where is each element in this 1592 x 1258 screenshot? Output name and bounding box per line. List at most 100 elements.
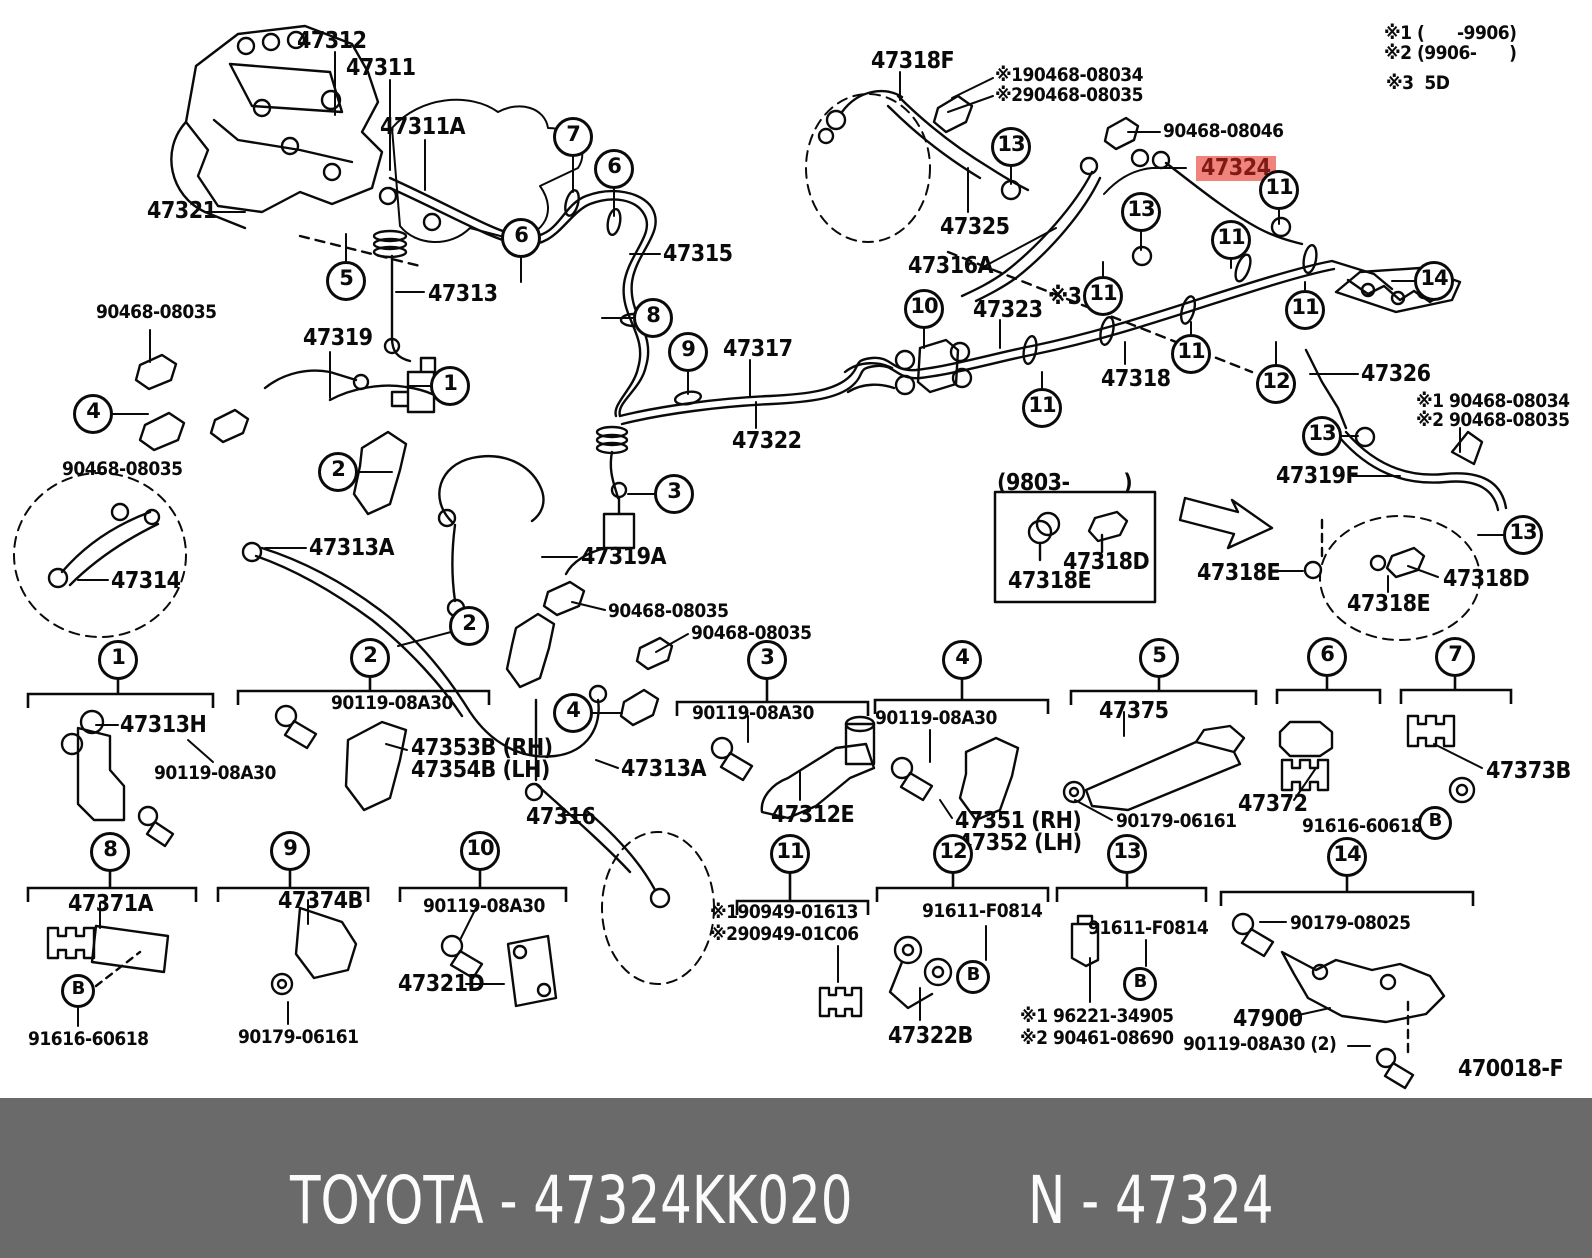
part-label-47321d: 47321D: [398, 971, 485, 997]
item-bracket-2: [236, 676, 491, 705]
callout-11: 11: [1285, 290, 1325, 330]
item-bracket-6: [1275, 675, 1382, 704]
part-label-91616-60618: 91616-60618: [1302, 815, 1423, 837]
item-bracket-11: [735, 872, 870, 915]
part-label-47354b-lh-: 47354B (LH): [411, 757, 550, 783]
item-bracket-12: [875, 872, 1050, 902]
part-label-47319a: 47319A: [581, 544, 667, 570]
part-label-90119-08a30: 90119-08A30: [692, 702, 814, 724]
item-bracket-7: [1399, 675, 1513, 704]
part-label-47318: 47318: [1101, 366, 1171, 392]
part-label-47324[interactable]: 47324: [1196, 156, 1276, 181]
part-label-47311a: 47311A: [380, 114, 466, 140]
part-label-47311: 47311: [346, 55, 416, 81]
part-label-90179-08025: 90179-08025: [1290, 912, 1411, 934]
callout-11: 11: [770, 834, 810, 874]
part-label--3: ※3: [1048, 284, 1082, 310]
part-label-90119-08a30: 90119-08A30: [423, 895, 545, 917]
callout-2: 2: [318, 452, 358, 492]
part-label-47318d: 47318D: [1063, 549, 1150, 575]
callout-13: 13: [1121, 192, 1161, 232]
callout-letter-b: B: [1418, 806, 1452, 840]
diagram-line-art: [13, 24, 1508, 1090]
item-brackets: [26, 675, 1513, 915]
callout-10: 10: [904, 289, 944, 329]
part-label-47322b: 47322B: [888, 1023, 973, 1049]
part-label-90468-08035: 90468-08035: [608, 600, 729, 622]
part-label-47312: 47312: [297, 28, 367, 54]
part-label-47319: 47319: [303, 325, 373, 351]
part-label-91611-f0814: 91611-F0814: [922, 900, 1043, 922]
part-label-47318f: 47318F: [871, 48, 955, 74]
callout-3: 3: [747, 640, 787, 680]
part-label-91611-f0814: 91611-F0814: [1088, 917, 1209, 939]
part-label--290949-01c06: ※290949-01C06: [710, 923, 859, 945]
part-label-47371a: 47371A: [68, 891, 154, 917]
callout-13: 13: [1107, 834, 1147, 874]
part-label-47900: 47900: [1233, 1006, 1303, 1032]
callout-11: 11: [1259, 170, 1299, 210]
part-label-90119-08a30: 90119-08A30: [154, 762, 276, 784]
item-bracket-9: [216, 869, 370, 902]
callout-8: 8: [90, 832, 130, 872]
part-label-47318e: 47318E: [1197, 560, 1281, 586]
part-label-47323: 47323: [973, 297, 1043, 323]
part-label-90119-08a30: 90119-08A30: [875, 707, 997, 729]
part-label-47318d: 47318D: [1443, 566, 1530, 592]
legend-note-1: ※1 ( -9906): [1384, 22, 1517, 44]
callout-6: 6: [594, 149, 634, 189]
callout-14: 14: [1414, 261, 1454, 301]
part-label-47375: 47375: [1099, 698, 1169, 724]
part-label--190949-01613: ※190949-01613: [710, 901, 859, 923]
callout-4: 4: [553, 693, 593, 733]
part-label--1-96221-34905: ※1 96221-34905: [1020, 1005, 1174, 1027]
callout-11: 11: [1211, 220, 1251, 260]
footer-reference-number: N - 47324: [1028, 1162, 1274, 1239]
callout-11: 11: [1171, 334, 1211, 374]
part-label-47313a: 47313A: [309, 535, 395, 561]
callout-4: 4: [73, 394, 113, 434]
part-label-47316a: 47316A: [908, 253, 994, 279]
item-bracket-1: [26, 678, 215, 708]
part-label--190468-08034: ※190468-08034: [995, 64, 1144, 86]
part-label-90179-06161: 90179-06161: [238, 1026, 359, 1048]
item-bracket-4: [873, 678, 1050, 714]
callout-11: 11: [1083, 276, 1123, 316]
part-label--1-90468-08034: ※1 90468-08034: [1416, 390, 1570, 412]
legend-note-2: ※2 (9906- ): [1384, 42, 1517, 64]
item-bracket-13: [1055, 872, 1208, 902]
part-label-91616-60618: 91616-60618: [28, 1028, 149, 1050]
part-label-90468-08035: 90468-08035: [691, 622, 812, 644]
part-label-47316: 47316: [526, 804, 596, 830]
part-label-47313h: 47313H: [120, 712, 207, 738]
part-label-47372: 47372: [1238, 791, 1308, 817]
part-label--290468-08035: ※290468-08035: [995, 84, 1144, 106]
callout-9: 9: [668, 332, 708, 372]
part-label-90179-06161: 90179-06161: [1116, 810, 1237, 832]
part-label-47312e: 47312E: [771, 802, 855, 828]
callout-7: 7: [553, 117, 593, 157]
part-label-47315: 47315: [663, 241, 733, 267]
callout-letter-b: B: [1123, 967, 1157, 1001]
part-label-47353b-rh-: 47353B (RH): [411, 735, 553, 761]
part-label--2-90468-08035: ※2 90468-08035: [1416, 409, 1570, 431]
part-label-47373b: 47373B: [1486, 758, 1571, 784]
footer-part-number: TOYOTA - 47324KK020: [290, 1162, 853, 1239]
callout-3: 3: [654, 474, 694, 514]
callout-12: 12: [1256, 364, 1296, 404]
part-label-47352-lh-: 47352 (LH): [958, 830, 1082, 856]
part-label--2-90461-08690: ※2 90461-08690: [1020, 1027, 1174, 1049]
part-label-47317: 47317: [723, 336, 793, 362]
part-label-90468-08035: 90468-08035: [96, 301, 217, 323]
part-label-47319f: 47319F: [1276, 463, 1360, 489]
callout-11: 11: [1022, 388, 1062, 428]
callout-2: 2: [449, 606, 489, 646]
item-bracket-14: [1219, 875, 1475, 906]
part-label-47313a: 47313A: [621, 756, 707, 782]
part-label-90468-08035: 90468-08035: [62, 458, 183, 480]
part-label-47326: 47326: [1361, 361, 1431, 387]
part-label-47374b: 47374B: [278, 888, 363, 914]
part-label-47321: 47321: [147, 198, 217, 224]
item-bracket-5: [1069, 676, 1258, 705]
